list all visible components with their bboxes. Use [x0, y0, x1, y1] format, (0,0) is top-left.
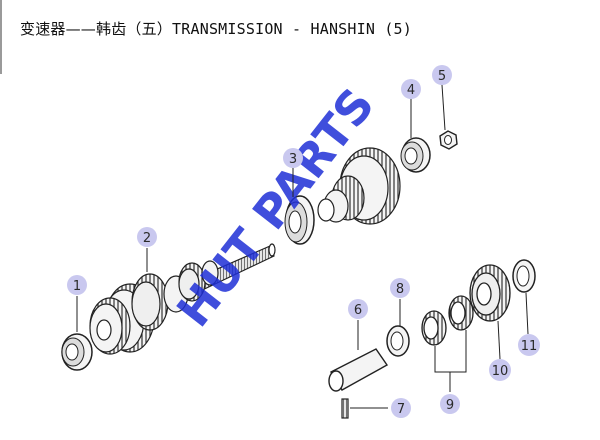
part-2-main-shaft — [89, 243, 276, 355]
callout-5: 5 — [432, 65, 452, 85]
svg-text:11: 11 — [521, 339, 538, 354]
part-3-bearing — [284, 195, 315, 245]
callout-6: 6 — [348, 299, 368, 319]
svg-text:2: 2 — [143, 231, 151, 246]
callout-4: 4 — [401, 79, 421, 99]
title-chinese: 变速器——韩齿（五） — [20, 20, 173, 38]
callout-2: 2 — [137, 227, 157, 247]
svg-text:10: 10 — [492, 364, 509, 379]
part-10-gear — [469, 264, 511, 322]
page-title: 变速器——韩齿（五）TRANSMISSION - HANSHIN (5) — [20, 18, 412, 39]
left-window-edge — [0, 0, 2, 74]
leader-lines — [76, 84, 529, 409]
part-1-bearing — [61, 333, 93, 371]
svg-text:4: 4 — [407, 83, 415, 98]
title-english: TRANSMISSION - HANSHIN (5) — [172, 20, 413, 38]
svg-text:5: 5 — [438, 69, 446, 84]
part-11-washer — [512, 259, 536, 293]
part-6-shaft — [328, 348, 389, 392]
callout-11: 11 — [518, 334, 540, 356]
callout-3: 3 — [283, 148, 303, 168]
svg-text:8: 8 — [396, 282, 404, 297]
gear-cluster — [317, 147, 401, 225]
part-4-bearing — [400, 137, 431, 173]
svg-text:3: 3 — [289, 152, 297, 167]
part-9-needle-bearings — [421, 295, 474, 346]
svg-text:7: 7 — [397, 402, 405, 417]
callout-1: 1 — [67, 275, 87, 295]
callout-7: 7 — [391, 398, 411, 418]
callout-10: 10 — [489, 359, 511, 381]
callout-9: 9 — [440, 394, 460, 414]
svg-text:1: 1 — [73, 279, 81, 294]
svg-text:9: 9 — [446, 398, 454, 413]
svg-text:6: 6 — [354, 303, 362, 318]
part-8-washer — [386, 325, 410, 357]
callout-8: 8 — [390, 278, 410, 298]
part-7-pin — [341, 398, 349, 419]
part-5-nut — [439, 130, 458, 150]
